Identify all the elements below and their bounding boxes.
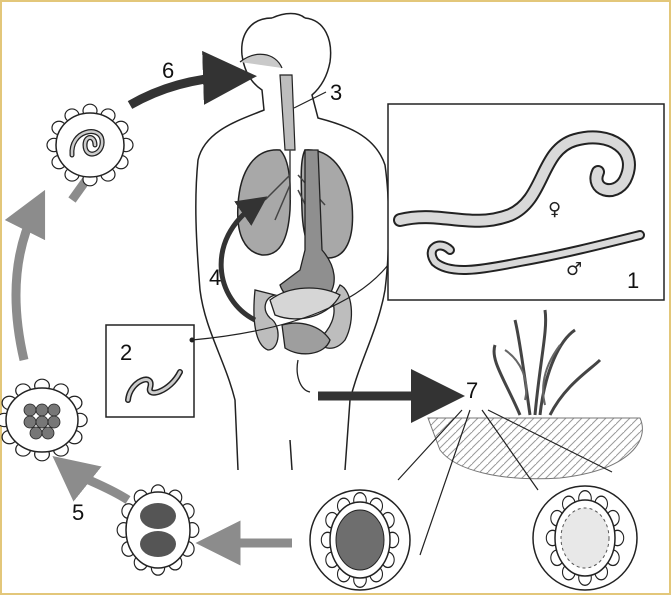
adult-worms-box: ♀ ♂ — [387, 103, 665, 301]
ingestion-arrow — [127, 50, 257, 109]
intestines — [253, 284, 353, 393]
step-labels: 1 2 3 4 5 6 7 — [72, 58, 639, 525]
airway — [239, 53, 296, 151]
label-stage-2: 2 — [120, 340, 132, 365]
migration-arrow — [218, 196, 268, 323]
two-cell-egg — [116, 484, 200, 576]
soil-callout-lines — [397, 409, 613, 556]
lungs — [236, 149, 354, 259]
label-stage-3: 3 — [330, 80, 342, 105]
label-stage-1: 1 — [627, 268, 639, 293]
label-stage-5: 5 — [72, 500, 84, 525]
multi-cell-egg — [0, 378, 88, 462]
soil-and-plant — [427, 309, 643, 480]
unfertilized-egg-circle — [532, 485, 638, 591]
male-symbol: ♂ — [566, 259, 582, 280]
label-stage-4: 4 — [209, 265, 221, 290]
larva-box — [105, 324, 195, 418]
box1-leader — [191, 264, 389, 341]
label-stage-7: 7 — [466, 378, 478, 403]
fertilized-egg-circle — [309, 489, 411, 591]
trachea-leader — [293, 91, 327, 109]
embryonated-egg — [46, 103, 134, 187]
label-stage-6: 6 — [162, 58, 174, 83]
female-symbol: ♀ — [548, 199, 561, 220]
